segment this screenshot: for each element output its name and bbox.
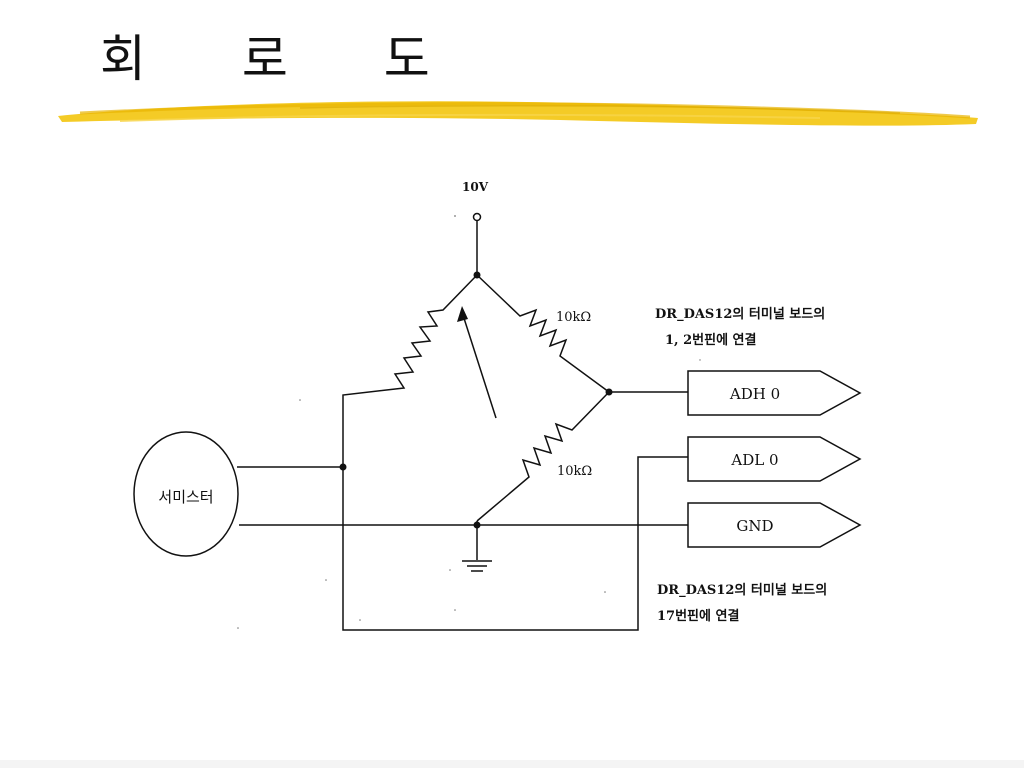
terminal-adl-label: ADL 0 xyxy=(730,451,778,469)
terminal-gnd xyxy=(687,502,862,548)
note-bottom-line1: DR_DAS12의 터미널 보드의 xyxy=(657,582,827,598)
note-top: DR_DAS12의 터미널 보드의 1, 2번핀에 연결 xyxy=(655,306,825,348)
slide-title: 회 로 도 xyxy=(100,30,470,88)
supply-label: 10V xyxy=(462,180,489,194)
bottom-band xyxy=(0,760,1024,768)
adl-wire xyxy=(342,456,688,631)
sensor-label: 서미스터 xyxy=(158,488,213,506)
node-left xyxy=(339,463,347,471)
resistor-upper-left xyxy=(342,274,478,467)
node-top xyxy=(473,271,481,279)
resistor-lower-right xyxy=(476,391,610,522)
note-bottom-line2: 17번핀에 연결 xyxy=(657,608,739,624)
resistor-top-label: 10kΩ xyxy=(556,310,591,325)
terminal-adl xyxy=(687,436,862,482)
title-underline-stroke xyxy=(58,101,978,126)
resistor-bottom-label: 10kΩ xyxy=(557,464,592,479)
node-bottom xyxy=(473,521,481,529)
variable-arrow xyxy=(461,311,497,419)
node-right xyxy=(605,388,613,396)
terminal-adh xyxy=(687,370,862,416)
resistor-upper-right xyxy=(476,274,610,393)
terminal-adh-label: ADH 0 xyxy=(729,385,780,403)
terminal-gnd-label: GND xyxy=(736,517,773,535)
note-top-line1: DR_DAS12의 터미널 보드의 xyxy=(655,306,825,322)
variable-arrow-head xyxy=(457,306,468,322)
note-top-line2: 1, 2번핀에 연결 xyxy=(665,332,756,348)
thermistor-element xyxy=(133,431,239,557)
supply-terminal xyxy=(472,212,482,222)
note-bottom: DR_DAS12의 터미널 보드의 17번핀에 연결 xyxy=(657,582,827,624)
